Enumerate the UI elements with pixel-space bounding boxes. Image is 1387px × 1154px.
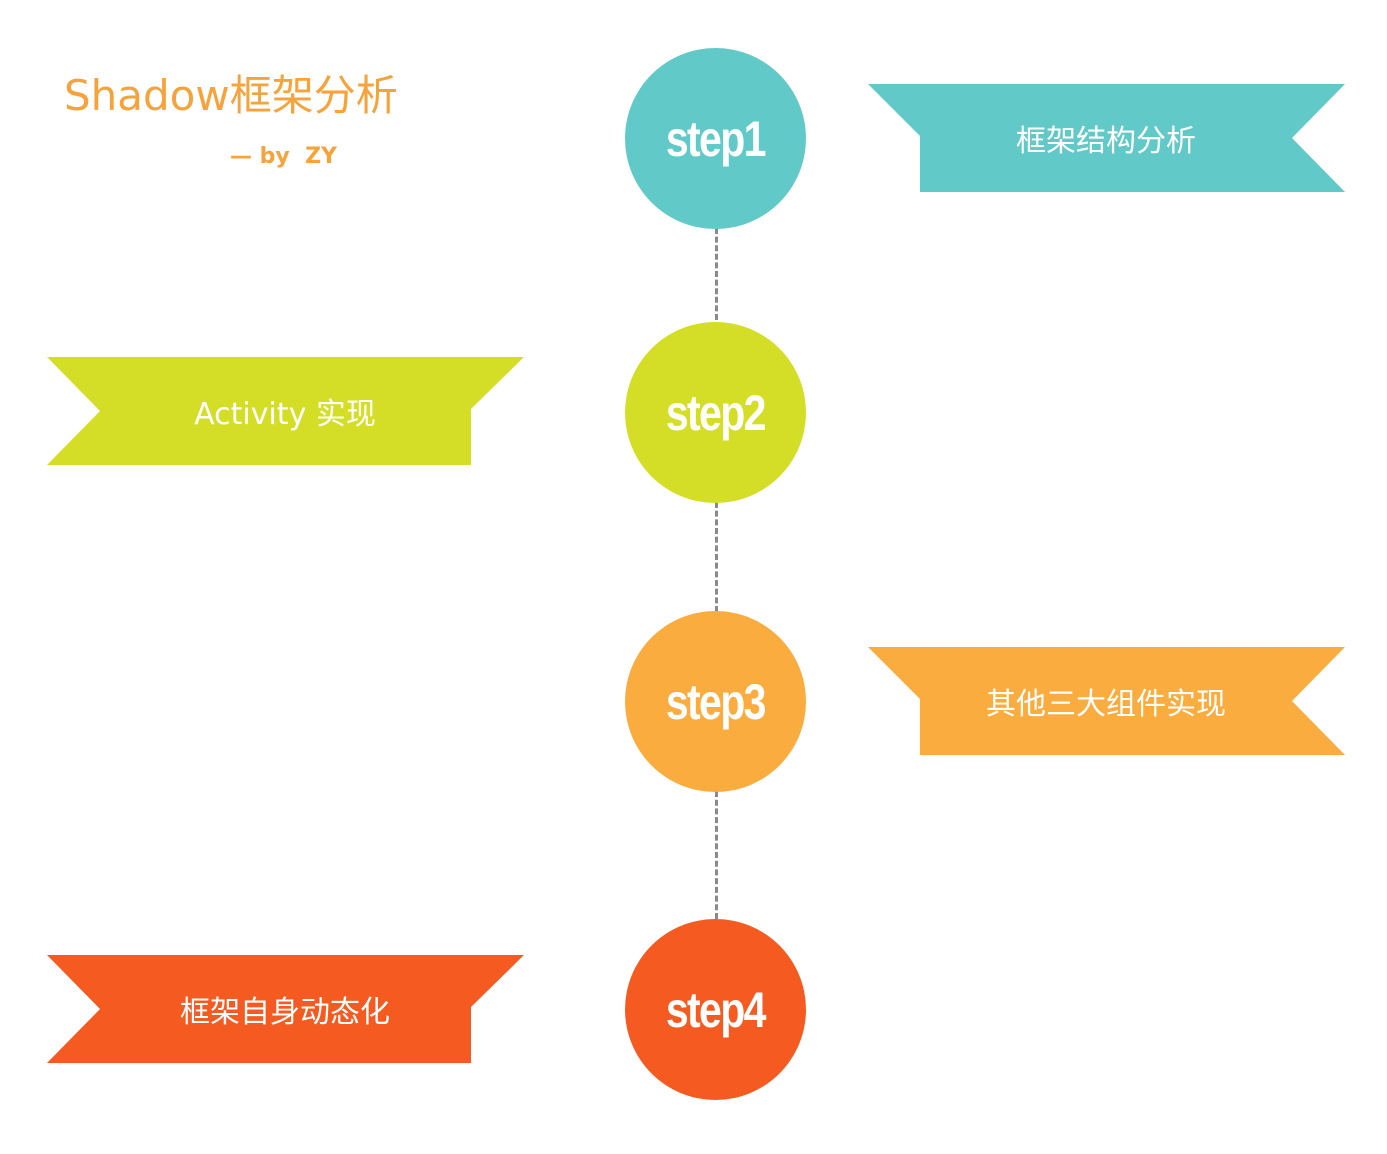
connector-1-2 [715, 228, 718, 320]
step1-ribbon: 框架结构分析 [868, 84, 1345, 192]
step2-description: Activity 实现 [194, 397, 376, 432]
step4-label: step4 [666, 981, 767, 1038]
step2-ribbon: Activity 实现 [47, 357, 524, 465]
step3-label: step3 [666, 673, 767, 730]
author-subtitle: — by ZY [230, 144, 337, 169]
step4-description: 框架自身动态化 [180, 995, 390, 1030]
ribbon-shape [868, 647, 1345, 755]
ribbon-shape [868, 84, 1345, 192]
step1-circle: step1 [625, 48, 806, 229]
step4-circle: step4 [625, 919, 806, 1100]
step1-description: 框架结构分析 [1016, 124, 1196, 159]
step3-description: 其他三大组件实现 [986, 687, 1226, 722]
step4-ribbon: 框架自身动态化 [47, 955, 524, 1063]
connector-3-4 [715, 791, 718, 919]
step1-label: step1 [666, 110, 767, 167]
step3-circle: step3 [625, 611, 806, 792]
step2-label: step2 [666, 384, 767, 441]
step2-circle: step2 [625, 322, 806, 503]
diagram-title: Shadow框架分析 [64, 71, 398, 120]
ribbon-shape [47, 955, 524, 1063]
connector-2-3 [715, 502, 718, 612]
step3-ribbon: 其他三大组件实现 [868, 647, 1345, 755]
ribbon-shape [47, 357, 524, 465]
